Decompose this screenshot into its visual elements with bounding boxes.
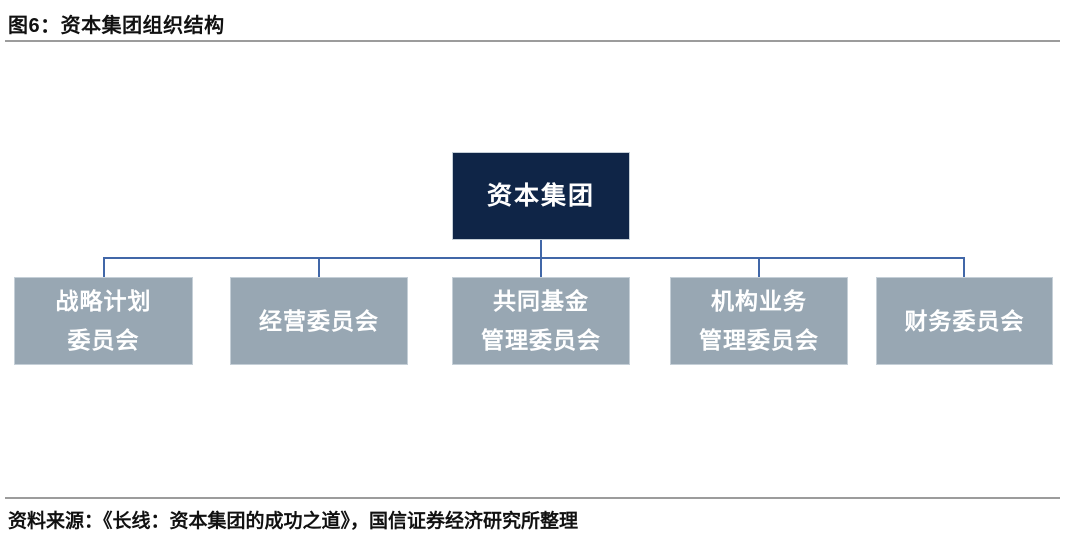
source-divider: [5, 497, 1060, 499]
org-child-label-line: 机构业务: [711, 288, 807, 314]
org-child-label-line: 经营委员会: [259, 307, 379, 334]
connector-horizontal-bus: [103, 257, 965, 259]
org-child-node-management-committee: 经营委员会: [230, 277, 408, 365]
connector-drop-5: [963, 257, 965, 278]
org-root-node: 资本集团: [452, 152, 630, 240]
org-child-label-line: 战略计划: [55, 288, 152, 314]
figure-title: 图6：资本集团组织结构: [8, 15, 225, 37]
org-child-node-finance-committee: 财务委员会: [876, 277, 1053, 365]
org-child-label-line: 共同基金: [493, 288, 589, 314]
org-child-node-mutual-fund: 共同基金 管理委员会: [452, 277, 630, 365]
title-divider: [5, 40, 1060, 42]
source-note: 资料来源：《长线：资本集团的成功之道》，国信证券经济研究所整理: [8, 511, 579, 532]
org-child-node-strategic-planning: 战略计划 委员会: [14, 277, 193, 365]
connector-drop-1: [103, 257, 105, 278]
connector-drop-2: [318, 257, 320, 278]
connector-drop-3: [540, 257, 542, 278]
org-child-label-line: 财务委员会: [904, 307, 1025, 334]
org-child-node-institutional-business: 机构业务 管理委员会: [670, 277, 848, 365]
org-child-label-line: 委员会: [67, 327, 140, 353]
connector-drop-4: [758, 257, 760, 278]
org-child-label-line: 管理委员会: [699, 327, 819, 353]
org-child-label-line: 管理委员会: [481, 327, 601, 353]
org-root-label: 资本集团: [486, 181, 595, 210]
connector-root-stem: [540, 240, 542, 259]
